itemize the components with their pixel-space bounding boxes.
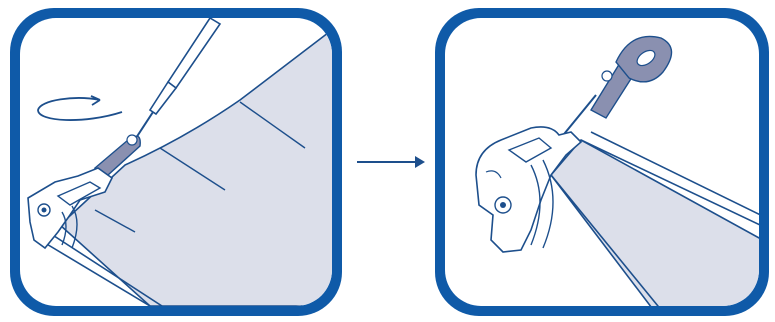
step-illustration-after [431, 0, 775, 322]
step-panel-after [431, 0, 775, 322]
step-illustration-before [0, 0, 347, 322]
step-connector [355, 150, 427, 174]
right-arrow-icon [355, 150, 427, 174]
step-panel-before [0, 0, 347, 322]
